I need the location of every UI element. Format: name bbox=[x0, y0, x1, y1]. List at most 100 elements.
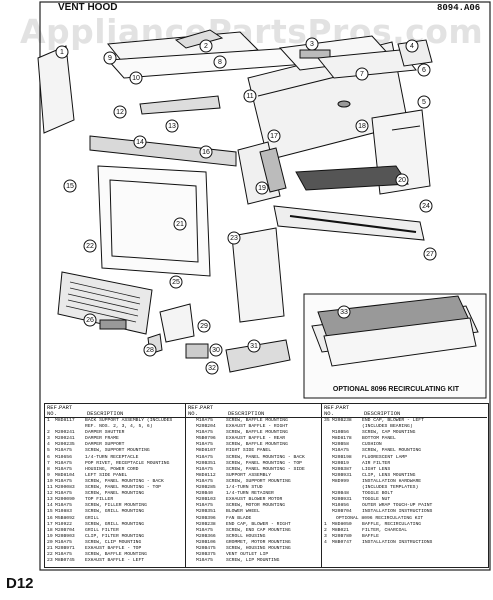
callout-18: 18 bbox=[358, 123, 366, 130]
part-number: M20B366 bbox=[196, 533, 216, 539]
ref-number: 7 bbox=[47, 460, 50, 466]
part-number: M20B204 bbox=[196, 424, 216, 430]
part-description: REF. NOS. 2, 3, 4, 5, 6) bbox=[85, 424, 153, 430]
part-number: M10A75 bbox=[196, 418, 213, 423]
callout-28: 28 bbox=[146, 347, 154, 354]
callout-11: 11 bbox=[246, 93, 253, 100]
part-number: M10856 bbox=[332, 503, 349, 509]
part-description: FAN BLADE bbox=[226, 515, 252, 521]
part-description: AIR FILTER bbox=[362, 460, 391, 466]
part-number: M8D999 bbox=[332, 478, 349, 484]
part-number: M8D8107 bbox=[196, 448, 216, 454]
header-no: NO. bbox=[188, 410, 198, 417]
part-description: OUTER WRAP TOUCH-UP PAINT bbox=[362, 503, 433, 509]
part-description: TOGGLE NUT bbox=[362, 497, 391, 503]
callout-1: 1 bbox=[60, 49, 64, 56]
ref-number: 13 bbox=[47, 497, 53, 503]
ref-number: 15 bbox=[47, 509, 53, 515]
part-number: M20B351 bbox=[196, 509, 216, 515]
ref-number: 23 bbox=[47, 558, 53, 564]
part-description: (INCLUDES BEARING) bbox=[362, 424, 413, 430]
callout-5: 5 bbox=[422, 99, 426, 106]
part-number: M8D8178 bbox=[332, 436, 352, 442]
ref-number: 2 bbox=[324, 527, 327, 533]
part-description: (INCLUDES TEMPLATES) bbox=[362, 485, 419, 491]
left-panel-part bbox=[37, 45, 75, 134]
part-number: M20B198 bbox=[332, 454, 352, 460]
part-number: M10A75 bbox=[196, 527, 213, 533]
part-description: INSTALLATION INSTRUCTIONS bbox=[362, 509, 433, 515]
part-description: LEFT SIDE PANEL bbox=[85, 472, 128, 478]
part-number: M20B375 bbox=[196, 552, 216, 558]
ref-number: 10 bbox=[47, 478, 53, 484]
callout-6: 6 bbox=[422, 67, 426, 74]
part-number: M200241 bbox=[55, 436, 75, 442]
part-description: TOGGLE BOLT bbox=[362, 491, 393, 497]
part-description: DAMPER SUPPORT bbox=[85, 442, 125, 448]
part-number: M20B106 bbox=[196, 539, 216, 545]
part-description: LIGHT LENS bbox=[362, 466, 391, 472]
part-description: END CAP, BLOWER - LEFT bbox=[362, 418, 424, 423]
callout-16: 16 bbox=[202, 149, 210, 156]
part-description: END CAP, BLOWER - RIGHT bbox=[226, 521, 291, 527]
callout-3: 3 bbox=[310, 41, 314, 48]
ref-number: 9 bbox=[47, 472, 50, 478]
ref-number: 1 bbox=[47, 418, 50, 423]
header-part: PART bbox=[200, 404, 214, 411]
ref-number: 22 bbox=[47, 552, 53, 558]
charcoal-filter-part bbox=[323, 317, 477, 367]
callout-24: 24 bbox=[422, 203, 430, 210]
part-number: M5B0796 bbox=[196, 436, 216, 442]
part-description: HOUSING, POWER CORD bbox=[85, 466, 139, 472]
callout-30: 30 bbox=[212, 347, 220, 354]
ref-number: 3 bbox=[324, 533, 327, 539]
part-description: SCREW, BAFFLE MOUNTING bbox=[226, 442, 288, 448]
part-description: SCREW, CLIP MOUNTING bbox=[85, 539, 142, 545]
part-description: SCREW, END CAP MOUNTING bbox=[226, 527, 291, 533]
part-description: SCREW, PANEL MOUNTING - BACK bbox=[85, 478, 164, 484]
front-frame-part bbox=[89, 135, 237, 167]
callout-22: 22 bbox=[86, 243, 94, 250]
part-description: SCREW, PANEL MOUNTING - TOP bbox=[226, 460, 302, 466]
part-number: M10A75 bbox=[55, 478, 72, 484]
header-ref: REF. bbox=[188, 404, 202, 411]
header-ref: REF. bbox=[47, 404, 61, 411]
grill-filter-part bbox=[295, 165, 409, 191]
part-number: M20B238 bbox=[196, 521, 216, 527]
ref-number: 16 bbox=[47, 515, 53, 521]
header-desc: DESCRIPTION bbox=[87, 410, 124, 417]
table-row: (INCLUDES BEARING) bbox=[322, 424, 487, 430]
part-number: M20B285 bbox=[196, 485, 216, 491]
blower-housing-part bbox=[57, 271, 153, 335]
ref-number: 19 bbox=[47, 533, 53, 539]
part-number: M20B103 bbox=[196, 497, 216, 503]
part-number: M200241 bbox=[55, 430, 75, 436]
callout-7: 7 bbox=[360, 71, 364, 78]
callout-29: 29 bbox=[200, 323, 208, 330]
